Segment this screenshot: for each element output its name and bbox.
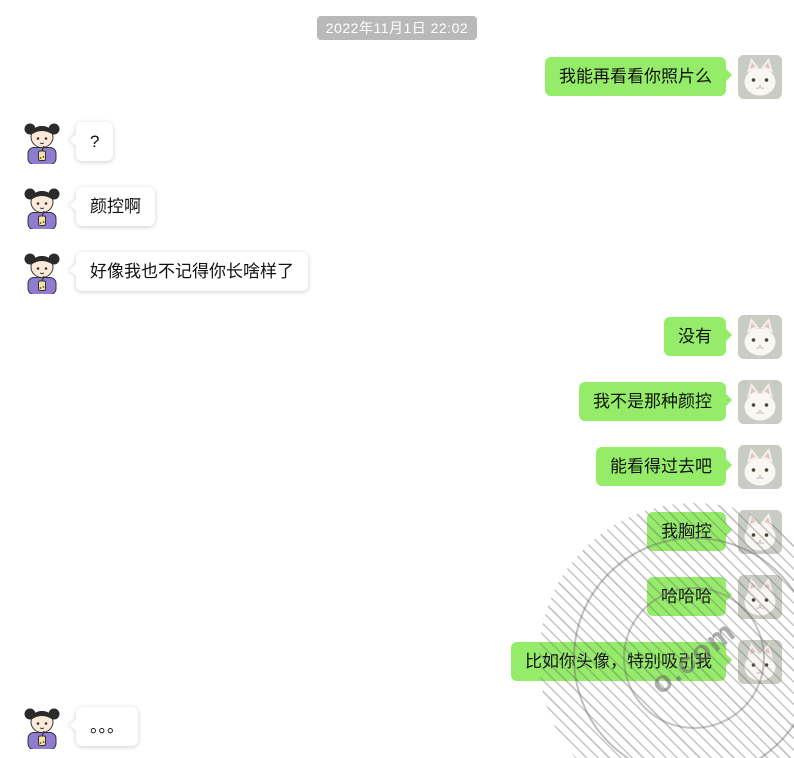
girl-avatar-icon (20, 185, 64, 229)
message-row: 颜控啊 (0, 185, 794, 229)
message-row: ? (0, 120, 794, 164)
message-bubble: 能看得过去吧 (596, 447, 726, 486)
chat-timestamp: 2022年11月1日 22:02 (316, 16, 478, 40)
message-bubble: ? (76, 122, 114, 161)
message-row: 哈哈哈 (0, 575, 794, 619)
message-bubble: 哈哈哈 (647, 577, 726, 616)
cat-avatar-icon (738, 380, 782, 424)
girl-avatar-icon (20, 705, 64, 749)
message-bubble: 比如你头像，特别吸引我 (511, 642, 726, 681)
message-row: 比如你头像，特别吸引我 (0, 640, 794, 684)
message-bubble: 没有 (664, 317, 726, 356)
message-row: 能看得过去吧 (0, 445, 794, 489)
cat-avatar-icon (738, 55, 782, 99)
message-bubble: 我能再看看你照片么 (545, 57, 726, 96)
message-bubble: 我不是那种颜控 (579, 382, 726, 421)
girl-cartoon-avatar[interactable] (20, 705, 64, 749)
girl-cartoon-avatar[interactable] (20, 120, 64, 164)
cat-avatar-icon (738, 575, 782, 619)
white-cat-avatar[interactable] (738, 575, 782, 619)
message-bubble: 我胸控 (647, 512, 726, 551)
cat-avatar-icon (738, 315, 782, 359)
message-bubble: 好像我也不记得你长啥样了 (76, 252, 308, 291)
message-row: 没有 (0, 315, 794, 359)
message-bubble: 颜控啊 (76, 187, 155, 226)
girl-cartoon-avatar[interactable] (20, 185, 64, 229)
message-list: 我能再看看你照片么 (0, 55, 794, 749)
message-row: 。。。 (0, 705, 794, 749)
white-cat-avatar[interactable] (738, 510, 782, 554)
white-cat-avatar[interactable] (738, 445, 782, 489)
girl-avatar-icon (20, 250, 64, 294)
white-cat-avatar[interactable] (738, 640, 782, 684)
white-cat-avatar[interactable] (738, 380, 782, 424)
girl-cartoon-avatar[interactable] (20, 250, 64, 294)
message-row: 我不是那种颜控 (0, 380, 794, 424)
white-cat-avatar[interactable] (738, 55, 782, 99)
white-cat-avatar[interactable] (738, 315, 782, 359)
girl-avatar-icon (20, 120, 64, 164)
cat-avatar-icon (738, 445, 782, 489)
message-row: 我能再看看你照片么 (0, 55, 794, 99)
message-bubble: 。。。 (76, 707, 138, 746)
message-row: 好像我也不记得你长啥样了 (0, 250, 794, 294)
message-row: 我胸控 (0, 510, 794, 554)
cat-avatar-icon (738, 510, 782, 554)
cat-avatar-icon (738, 640, 782, 684)
